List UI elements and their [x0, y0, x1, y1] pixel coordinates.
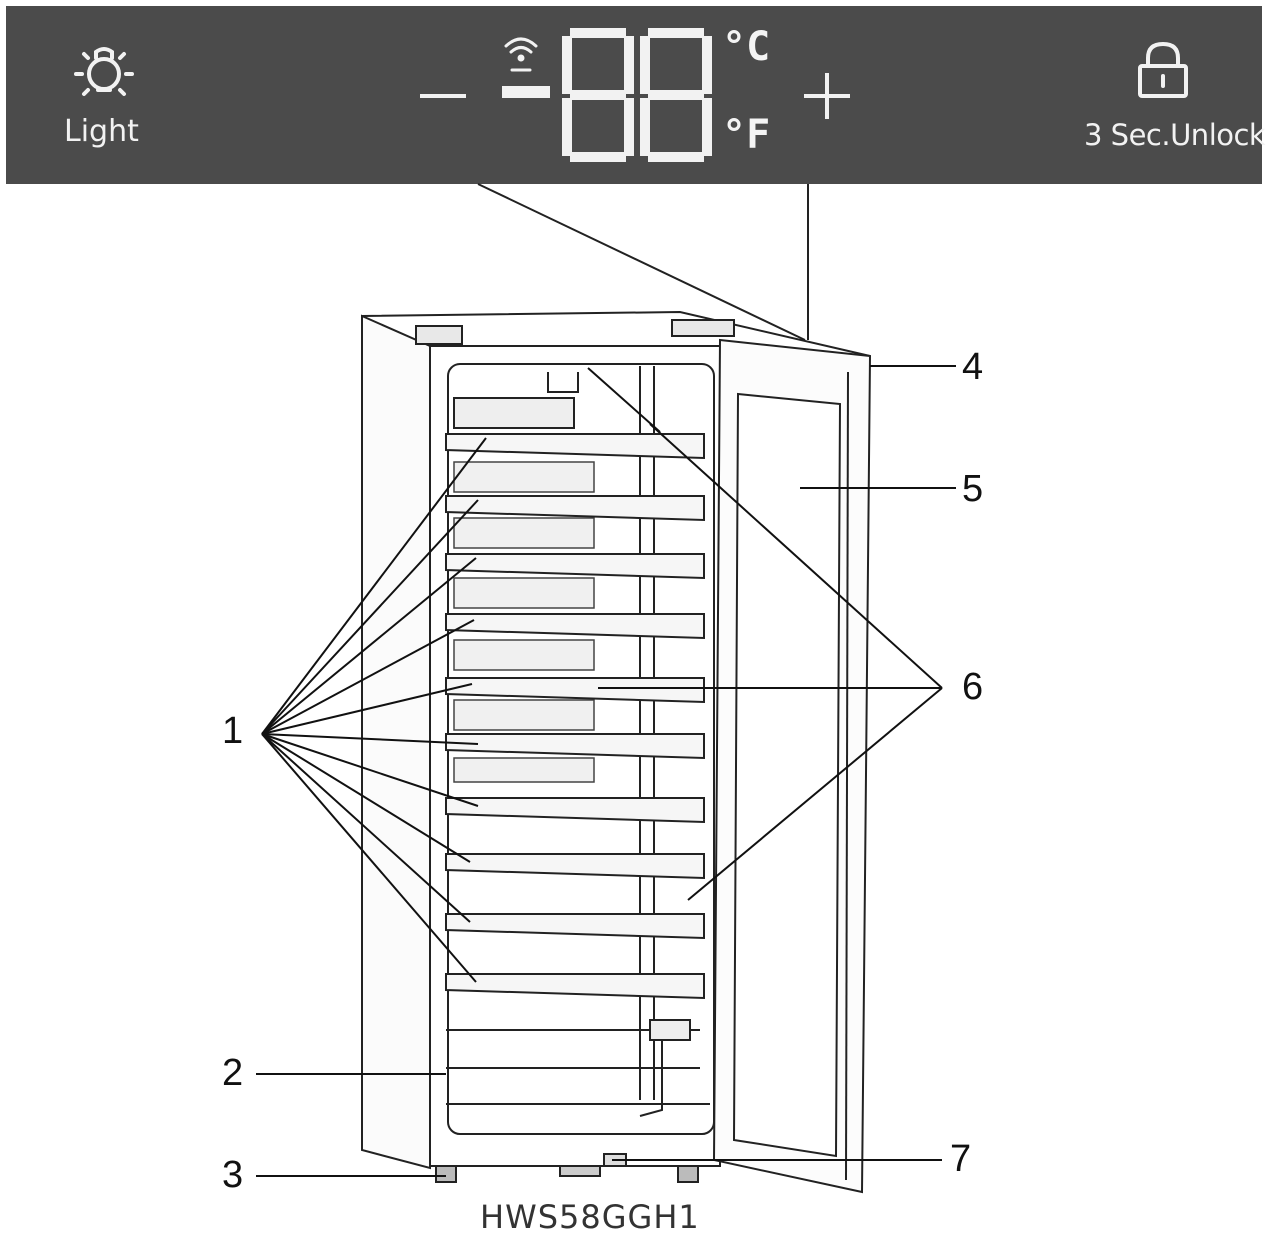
model-name: HWS58GGH1	[480, 1198, 700, 1236]
plus-button[interactable]	[804, 73, 850, 119]
light-label: Light	[64, 114, 139, 149]
cabinet	[361, 310, 871, 1170]
callout-6: 6	[962, 666, 984, 708]
callout-2: 2	[222, 1052, 244, 1094]
bulb-icon[interactable]	[74, 47, 134, 96]
lower-compartment	[435, 1019, 710, 1183]
celsius-unit: °C	[722, 24, 771, 70]
callout-5: 5	[962, 468, 984, 510]
rear-panel	[453, 461, 595, 783]
unlock-label: 3 Sec.Unlock	[1084, 118, 1266, 152]
shelves	[445, 433, 705, 1000]
callout-7: 7	[950, 1138, 972, 1180]
lock-icon[interactable]	[1138, 41, 1188, 98]
callout-3: 3	[222, 1154, 244, 1196]
temperature-display	[562, 28, 712, 162]
callout-1: 1	[222, 710, 244, 752]
callout-4: 4	[962, 346, 984, 388]
callout-leaders	[256, 365, 956, 1177]
wifi-icon	[504, 37, 538, 72]
fahrenheit-unit: °F	[722, 112, 771, 158]
glass-door	[712, 338, 872, 1194]
